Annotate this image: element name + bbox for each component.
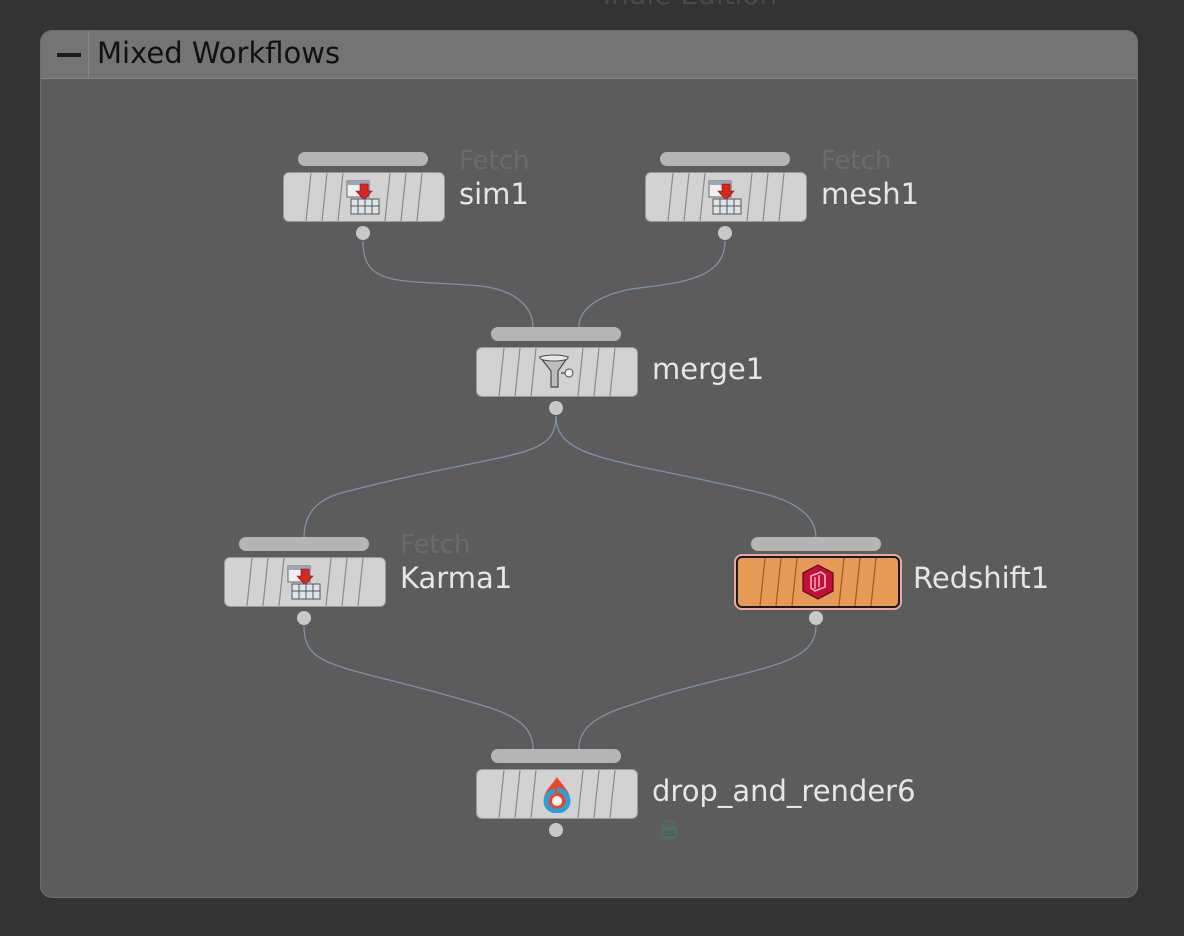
- output-connector[interactable]: [356, 226, 370, 240]
- window-title-ghost: Indie Edition: [560, 0, 820, 11]
- fetch-icon: [287, 565, 321, 600]
- node-body-sim1[interactable]: [283, 172, 445, 222]
- wire-merge1-karma1: [303, 415, 557, 539]
- network-box-title: Mixed Workflows: [97, 36, 341, 70]
- node-name-label: Redshift1: [913, 561, 1050, 595]
- wires: [303, 240, 817, 750]
- node-type-label: Fetch: [821, 146, 892, 176]
- node-flag-bar[interactable]: [298, 152, 428, 166]
- wire-sim1-merge1: [362, 240, 534, 328]
- output-connector[interactable]: [809, 611, 823, 625]
- wire-merge1-redshift1: [555, 415, 817, 539]
- node-name-label: drop_and_render6: [652, 774, 916, 808]
- node-type-label: Fetch: [459, 146, 530, 176]
- node-body-mesh1[interactable]: [645, 172, 807, 222]
- funnel-icon: [538, 354, 574, 388]
- node-flag-bar[interactable]: [491, 327, 621, 341]
- node-body-merge1[interactable]: [476, 347, 638, 397]
- redshift-cube-icon: [802, 564, 834, 600]
- network-box-header[interactable]: Mixed Workflows: [41, 31, 1137, 79]
- output-connector[interactable]: [549, 401, 563, 415]
- output-connector[interactable]: [718, 226, 732, 240]
- node-name-label: sim1: [459, 177, 529, 211]
- node-stripes: [498, 348, 616, 396]
- output-connector[interactable]: [297, 611, 311, 625]
- node-flag-bar[interactable]: [660, 152, 790, 166]
- flame-drop-icon: [543, 777, 571, 813]
- wire-redshift1-drop: [578, 625, 817, 750]
- wire-mesh1-merge1: [578, 240, 726, 328]
- lock-icon[interactable]: [659, 817, 679, 841]
- node-body-drop-and-render6[interactable]: [476, 769, 638, 819]
- fetch-icon: [708, 180, 742, 215]
- node-flag-bar[interactable]: [239, 537, 369, 551]
- node-body-karma1[interactable]: [224, 557, 386, 607]
- node-name-label: mesh1: [821, 177, 920, 211]
- node-type-label: Fetch: [400, 530, 471, 560]
- node-stripes: [759, 558, 877, 606]
- node-stripes: [246, 558, 364, 606]
- node-flag-bar[interactable]: [491, 749, 621, 763]
- node-body-redshift1[interactable]: [736, 556, 900, 608]
- fetch-icon: [346, 180, 380, 215]
- wire-karma1-drop: [303, 625, 534, 750]
- node-flag-bar[interactable]: [751, 537, 881, 551]
- node-name-label: Karma1: [400, 561, 513, 595]
- node-name-label: merge1: [652, 352, 765, 386]
- network-box[interactable]: Mixed Workflows Fetch sim1: [40, 30, 1138, 898]
- node-stripes: [667, 173, 785, 221]
- minus-icon: [57, 53, 81, 57]
- collapse-button[interactable]: [41, 31, 89, 78]
- output-connector[interactable]: [549, 823, 563, 837]
- node-stripes: [498, 770, 616, 818]
- node-stripes: [305, 173, 423, 221]
